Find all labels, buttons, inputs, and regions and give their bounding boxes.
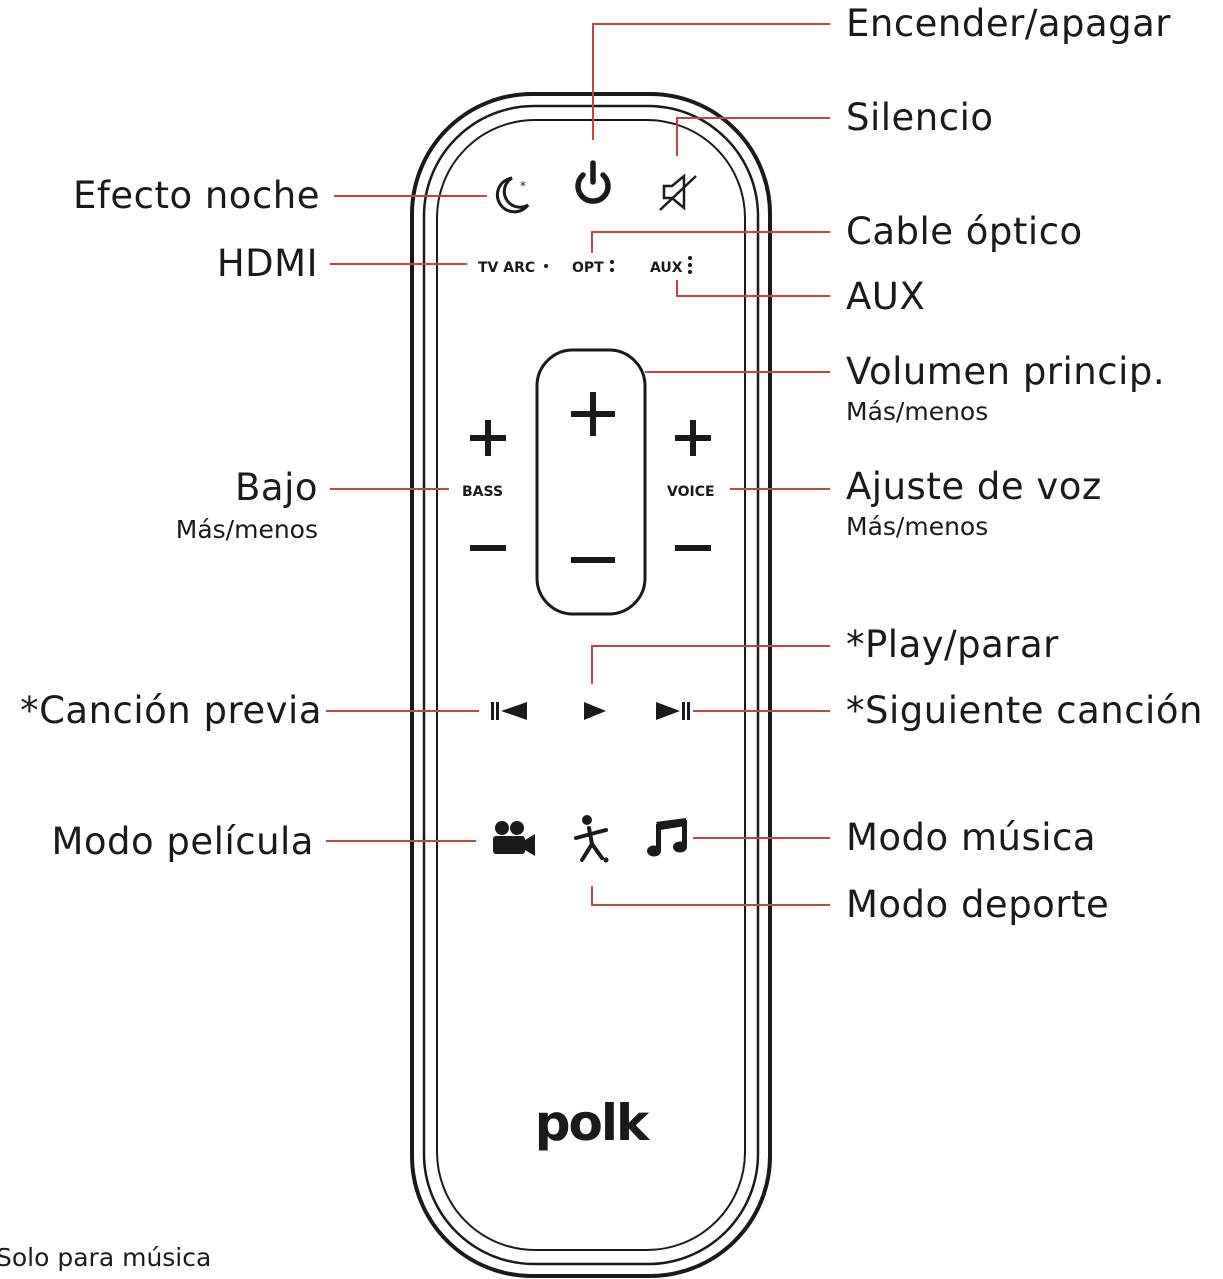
- music-note-icon: [647, 818, 687, 857]
- callout-movie: Modo película: [51, 820, 314, 863]
- aux-dot-2: [688, 263, 692, 267]
- callout-bass: Bajo: [235, 466, 318, 509]
- aux-dot-1: [688, 256, 692, 260]
- opt-dot-bottom: [610, 268, 614, 272]
- leader-mute: [676, 117, 830, 156]
- footnote: Solo para música: [0, 1243, 212, 1272]
- leader-optical: [591, 231, 830, 253]
- callout-next: *Siguiente canción: [846, 689, 1203, 732]
- power-icon: [575, 160, 611, 204]
- mute-icon: [659, 173, 697, 211]
- callout-volume: Volumen princip.: [846, 350, 1166, 393]
- aux-label: AUX: [650, 260, 683, 276]
- callout-music: Modo música: [846, 816, 1097, 859]
- remote-body: [410, 92, 772, 1278]
- moon-icon: *: [495, 176, 530, 214]
- callout-prev: *Canción previa: [20, 689, 322, 732]
- previous-track-icon: [491, 702, 527, 720]
- callout-mute: Silencio: [846, 96, 994, 139]
- bass-plus-icon: [470, 420, 506, 456]
- callout-voice: Ajuste de voz: [846, 465, 1102, 508]
- callout-optical: Cable óptico: [846, 210, 1083, 253]
- callout-play: *Play/parar: [846, 623, 1059, 666]
- callout-sport: Modo deporte: [846, 883, 1110, 926]
- callout-aux: AUX: [846, 275, 926, 318]
- leader-aux: [676, 280, 830, 297]
- voice-plus-icon: [675, 420, 711, 456]
- callout-power: Encender/apagar: [846, 2, 1172, 45]
- sport-figure-icon: [574, 815, 609, 863]
- aux-dot-3: [688, 270, 692, 274]
- callout-hdmi: HDMI: [216, 242, 318, 285]
- tv-arc-dot: [544, 264, 548, 268]
- opt-dot-top: [610, 260, 614, 264]
- tv-arc-label: TV ARC: [478, 260, 535, 276]
- play-icon: [584, 702, 606, 720]
- bass-button-label: BASS: [462, 484, 503, 500]
- volume-plus-icon: [571, 392, 615, 436]
- opt-label: OPT: [572, 260, 604, 276]
- svg-text:*: *: [520, 179, 526, 193]
- leader-sport: [591, 886, 830, 906]
- callout-volume-sub: Más/menos: [846, 397, 989, 426]
- leader-power: [592, 23, 830, 140]
- callout-night: Efecto noche: [72, 174, 320, 217]
- callout-voice-sub: Más/menos: [846, 512, 989, 541]
- brand-logo: polk: [535, 1094, 651, 1152]
- volume-rocker: [535, 348, 647, 616]
- voice-button-label: VOICE: [667, 484, 715, 500]
- leader-play: [591, 645, 830, 684]
- next-track-icon: [656, 702, 690, 720]
- movie-camera-icon: [493, 821, 535, 856]
- callout-bass-sub: Más/menos: [175, 515, 318, 544]
